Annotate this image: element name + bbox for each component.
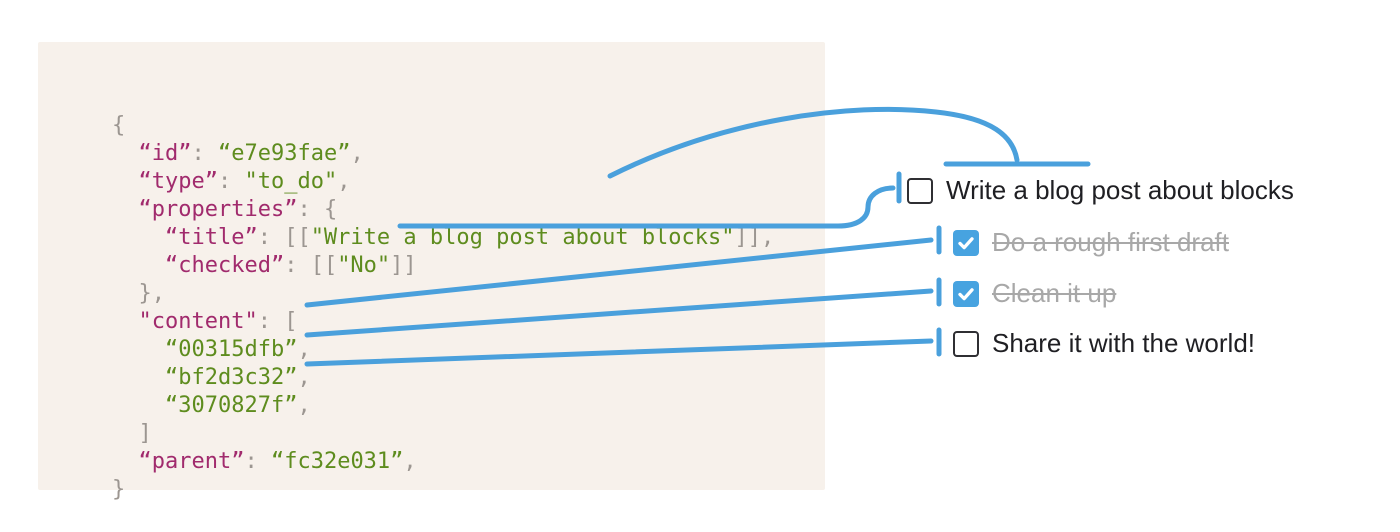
checkbox-checked-icon[interactable] [953, 280, 979, 307]
code-line: “type”: "to_do", [138, 169, 351, 194]
todo-label: Share it with the world! [992, 328, 1256, 358]
todo-label: Do a rough first draft [992, 227, 1229, 257]
code-line: }, [112, 281, 165, 306]
todo-item: Write a blog post about blocks [907, 175, 1294, 206]
todo-item: Clean it up [953, 278, 1116, 309]
code-line: } [112, 477, 126, 502]
todo-item: Share it with the world! [953, 328, 1255, 359]
todo-label: Write a blog post about blocks [946, 175, 1294, 205]
json-code: { “id”: “e7e93fae”, “type”: "to_do", “pr… [112, 112, 774, 504]
code-line: “checked”: [["No"]] [164, 253, 417, 278]
json-code-panel: { “id”: “e7e93fae”, “type”: "to_do", “pr… [38, 42, 825, 502]
checkbox-checked-icon[interactable] [953, 229, 979, 256]
code-line: “id”: “e7e93fae”, [138, 141, 364, 166]
checkbox-unchecked-icon[interactable] [907, 177, 933, 204]
code-line: “00315dfb”, [164, 337, 311, 362]
code-line: “3070827f”, [164, 393, 311, 418]
todo-item: Do a rough first draft [953, 227, 1229, 258]
code-line: “parent”: “fc32e031”, [138, 449, 417, 474]
todo-label: Clean it up [992, 278, 1117, 308]
code-line: ] [112, 421, 152, 446]
code-line: “properties”: { [138, 197, 338, 222]
code-line: “title”: [["Write a blog post about bloc… [164, 225, 775, 250]
checkmark-icon [958, 236, 974, 249]
code-line: "content": [ [138, 309, 298, 334]
code-line: { [112, 113, 126, 138]
code-line: “bf2d3c32”, [164, 365, 311, 390]
checkmark-icon [958, 287, 974, 300]
checkbox-unchecked-icon[interactable] [953, 330, 979, 357]
